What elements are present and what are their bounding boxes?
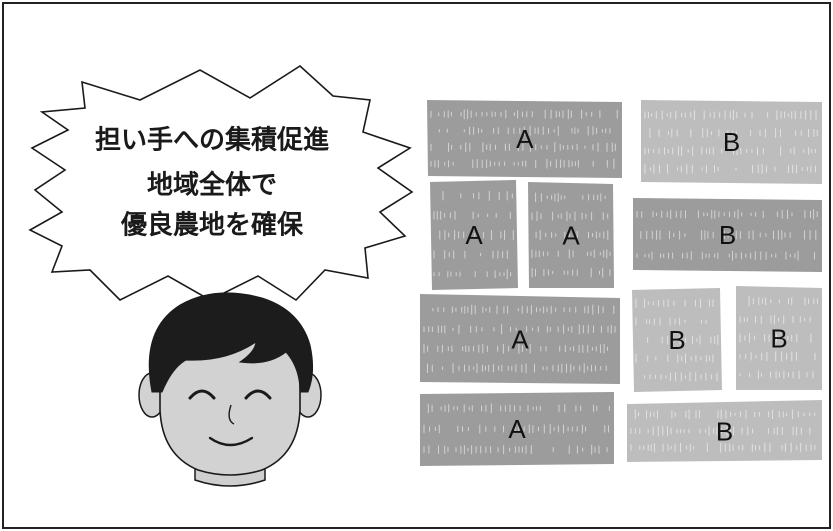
plot-texture: [635, 298, 719, 382]
plot-shape: [633, 198, 822, 272]
plot-shape: [420, 392, 614, 466]
speech-burst: 担い手への集積促進 地域全体で 優良農地を確保: [28, 64, 414, 302]
plot-shape: [736, 286, 822, 390]
field-plot-b: B: [633, 198, 822, 272]
field-plots: A B A A B A B B A B: [420, 100, 822, 466]
farmer-character: [138, 292, 322, 487]
speech-burst-shape: [28, 64, 414, 302]
plot-shape: [632, 288, 722, 392]
plot-label: A: [465, 220, 483, 250]
plot-texture: [739, 296, 818, 380]
plot-label: B: [716, 416, 733, 446]
plot-texture: [430, 109, 618, 169]
plot-shape: [430, 180, 518, 290]
field-plot-a: A: [430, 180, 518, 290]
field-plot-b: B: [736, 286, 822, 390]
speech-line-1: 担い手への集積促進: [95, 125, 329, 156]
plot-texture: [423, 403, 610, 455]
field-plot-a: A: [420, 392, 614, 466]
field-plot-a: A: [420, 294, 620, 384]
plot-texture: [644, 110, 818, 174]
plot-texture: [433, 190, 514, 280]
plot-shape: [420, 294, 620, 384]
plot-label: B: [668, 325, 685, 355]
plot-label: A: [516, 124, 534, 154]
plot-label: A: [511, 324, 529, 354]
field-plot-a: A: [528, 182, 614, 288]
plot-shape: [528, 182, 614, 288]
plot-shape: [627, 400, 822, 462]
plot-shape: [641, 100, 822, 184]
speech-line-2: 地域全体で: [147, 170, 277, 201]
plot-label: A: [508, 414, 526, 444]
plot-label: B: [719, 220, 736, 250]
field-plot-a: A: [427, 100, 622, 178]
mouth: [208, 436, 254, 447]
right-eye: [244, 389, 272, 400]
speech-line-3: 優良農地を確保: [120, 210, 304, 241]
field-plot-b: B: [632, 288, 722, 392]
plot-label: B: [723, 127, 740, 157]
plot-label: A: [562, 220, 580, 250]
plot-texture: [630, 409, 816, 453]
nose: [228, 404, 235, 425]
plot-shape: [427, 100, 622, 178]
hair: [148, 292, 314, 393]
plot-texture: [636, 209, 818, 261]
plot-texture: [531, 192, 611, 278]
field-plot-b: B: [641, 100, 822, 184]
field-plot-b: B: [627, 400, 822, 462]
plot-texture: [423, 304, 616, 374]
left-eye: [188, 389, 216, 400]
plot-label: B: [770, 323, 787, 353]
